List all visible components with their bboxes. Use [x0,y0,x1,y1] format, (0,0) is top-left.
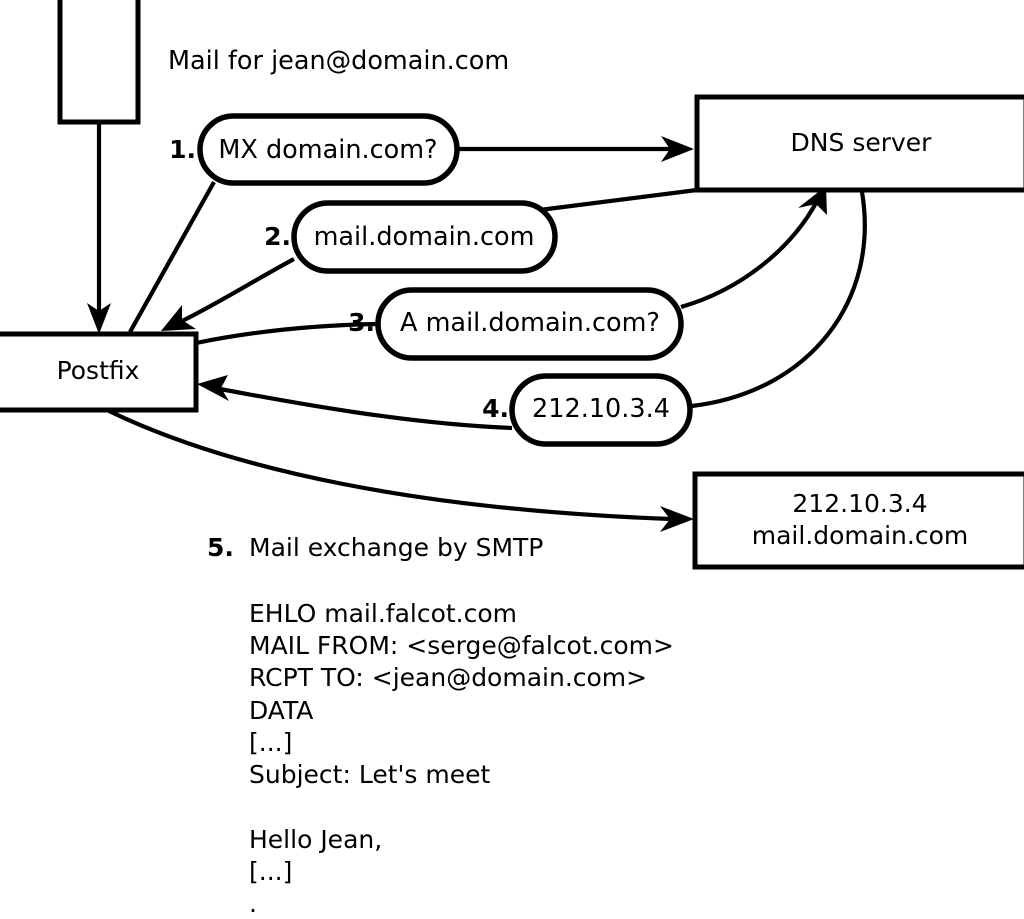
node-postfix-label: Postfix [57,356,140,385]
edge-postfix-to-mailserver [106,408,694,532]
edge-step3-to-dns [680,186,827,310]
step-4-bubble: 212.10.3.4 4. [482,373,693,447]
step-2-label: mail.domain.com [314,222,535,252]
arrowhead-postfix-mailserver [660,506,694,532]
step-5-label: Mail exchange by SMTP [249,533,543,562]
edge-dns-to-step2 [523,187,698,215]
smtp-line: . [249,889,257,918]
step-1-bubble: MX domain.com? 1. [169,113,460,186]
edge-client-to-postfix [87,122,111,334]
smtp-line: Hello Jean, [249,825,382,854]
step-3-label: A mail.domain.com? [400,308,660,338]
smtp-line: DATA [249,696,313,725]
node-postfix: Postfix [0,331,199,413]
arrowhead-step2-postfix [161,305,196,331]
edge-step4-to-postfix [197,375,513,431]
edge-step1-to-dns [458,136,694,162]
smtp-line: EHLO mail.falcot.com [249,599,517,628]
step-2-bubble: mail.domain.com 2. [264,200,558,274]
diagram-title: Mail for jean@domain.com [168,46,509,76]
step-1-number: 1. [169,135,196,164]
node-client [57,0,141,125]
smtp-transcript: EHLO mail.falcot.com MAIL FROM: <serge@f… [249,599,674,918]
step-3-number: 3. [348,308,375,337]
smtp-line: [...] [249,728,292,757]
step-4-label: 212.10.3.4 [532,394,670,424]
arrowhead-step3-dns [798,186,827,215]
step-3-bubble: A mail.domain.com? 3. [348,287,684,361]
edge-step2-to-postfix [161,257,295,331]
node-dns-server-label: DNS server [791,128,933,157]
arrowhead-step1-dns [661,136,694,162]
smtp-line: [...] [249,857,292,886]
smtp-line: RCPT TO: <jean@domain.com> [249,663,647,692]
step-4-number: 4. [482,394,509,423]
smtp-line: Subject: Let's meet [249,760,490,789]
smtp-line: MAIL FROM: <serge@falcot.com> [249,631,674,660]
edge-dns-to-step4 [691,191,867,409]
step-5-number: 5. [207,533,234,562]
node-mail-server-ip: 212.10.3.4 [792,489,927,518]
arrowhead-client-postfix [87,303,111,334]
edge-postfix-to-step3 [195,321,378,346]
step-1-label: MX domain.com? [218,135,437,165]
edge-postfix-to-step1 [128,180,216,334]
arrowhead-step4-postfix [197,375,229,401]
node-dns-server: DNS server [694,94,1024,193]
node-mail-server-hostname: mail.domain.com [752,521,968,550]
node-mail-server: 212.10.3.4 mail.domain.com [692,471,1024,570]
step-2-number: 2. [264,222,291,251]
